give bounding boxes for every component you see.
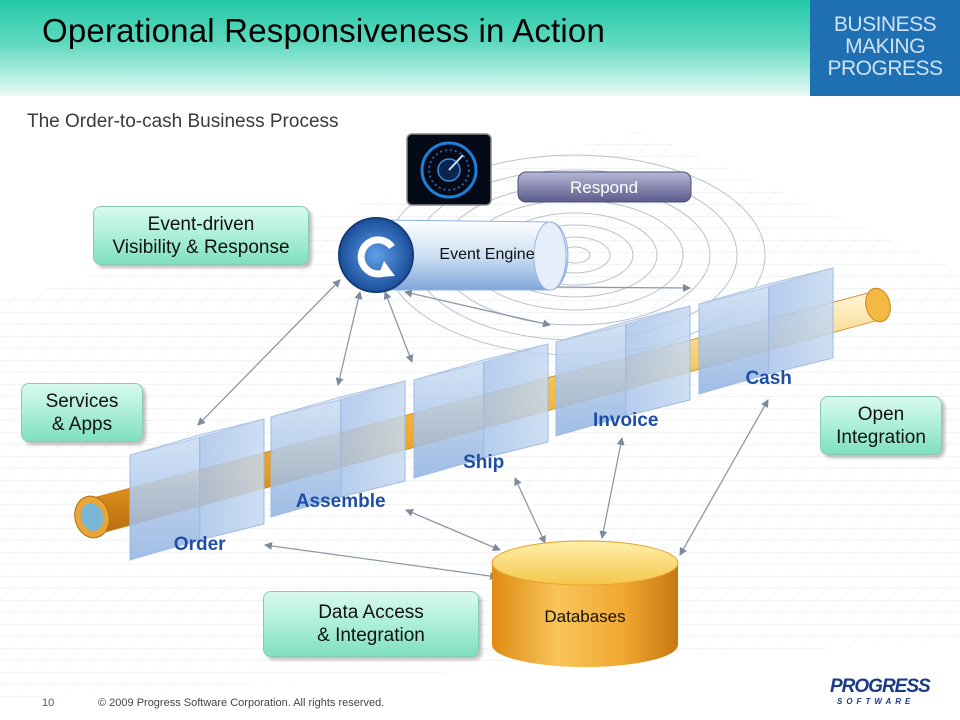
stage-cube-ship: Ship — [413, 343, 549, 479]
stage-label: Ship — [463, 452, 504, 473]
stage-label: Assemble — [296, 491, 386, 512]
event-driven-visibility-box: Event-driven Visibility & Response — [93, 206, 309, 265]
subtitle: The Order-to-cash Business Process — [27, 111, 339, 132]
event-engine — [338, 217, 569, 293]
respond-badge — [517, 171, 692, 203]
brand-logo: BUSINESS MAKING PROGRESS — [810, 0, 960, 96]
databases-label: Databases — [544, 607, 625, 626]
event-engine-label: Event Engine — [439, 246, 534, 263]
stage-label: Cash — [745, 368, 791, 389]
speedometer-icon — [406, 133, 492, 206]
logo-subtext: SOFTWARE — [837, 697, 915, 706]
brand-line-1: BUSINESS — [833, 13, 937, 36]
page-title: Operational Responsiveness in Action — [42, 12, 606, 49]
databases-cylinder — [491, 540, 679, 667]
progress-software-logo: PROGRESS SOFTWARE — [825, 676, 935, 712]
copyright-notice: © 2009 Progress Software Corporation. Al… — [98, 697, 385, 709]
stage-label: Order — [174, 534, 226, 555]
logo-wordmark: PROGRESS — [830, 676, 931, 697]
page-number: 10 — [42, 697, 55, 709]
data-access-integration-box: Data Access & Integration — [263, 591, 479, 657]
refresh-cycle-icon — [357, 236, 395, 278]
stage-cube-assemble: Assemble — [270, 380, 406, 518]
stage-label: Invoice — [593, 410, 658, 431]
stage-cubes: Order Assemble Ship Invoice Cash — [129, 267, 834, 561]
stage-cube-order: Order — [129, 418, 265, 561]
services-apps-box: Services & Apps — [21, 383, 143, 442]
open-integration-box: Open Integration — [820, 396, 942, 455]
brand-line-2: MAKING — [845, 35, 925, 58]
brand-line-3: PROGRESS — [827, 57, 943, 80]
respond-label: Respond — [570, 178, 638, 197]
stage-cube-invoice: Invoice — [555, 305, 691, 437]
title-banner: Operational Responsiveness in Action — [0, 0, 810, 96]
stage-cube-cash: Cash — [698, 267, 834, 395]
